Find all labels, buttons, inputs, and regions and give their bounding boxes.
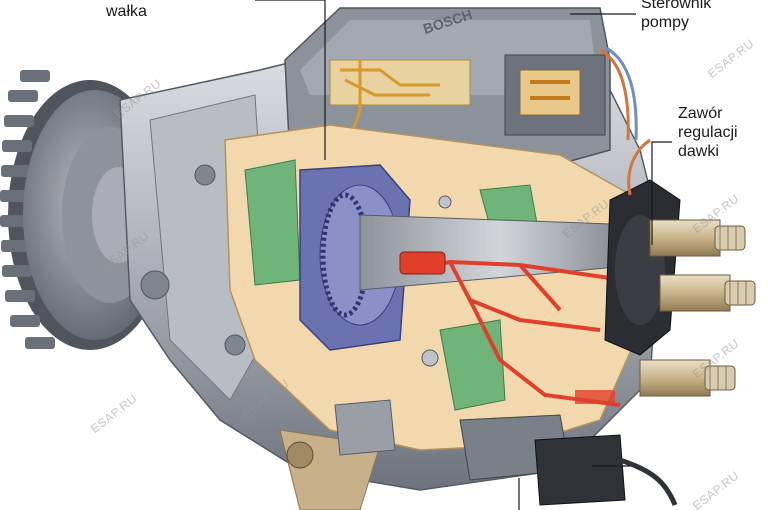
leader-lines [255, 0, 672, 510]
shaft-label-text: wałka [106, 3, 147, 20]
controller-label: Sterownik pompy [641, 0, 711, 32]
injector-outlet-fittings [639, 219, 756, 397]
valve-label-line2: regulacji [678, 124, 738, 141]
valve-label-line3: dawki [678, 143, 719, 160]
valve-label-line1: Zawór [678, 105, 723, 122]
shaft-label: wałka [106, 2, 147, 21]
pump-cutaway-interior [224, 124, 641, 451]
controller-label-line1: Sterownik [641, 0, 712, 12]
controller-label-line2: pompy [641, 14, 690, 31]
pump-base [279, 399, 678, 510]
valve-label: Zawór regulacji dawki [678, 104, 738, 161]
